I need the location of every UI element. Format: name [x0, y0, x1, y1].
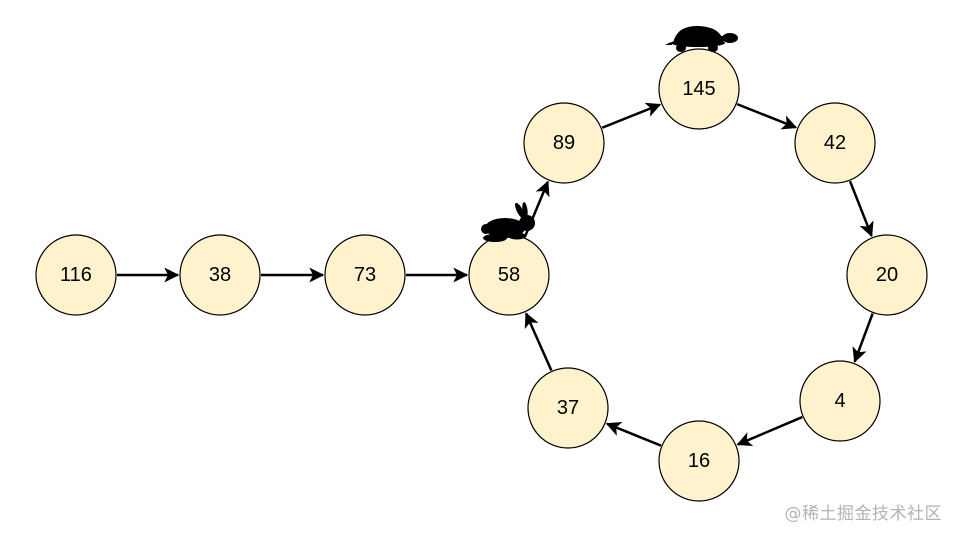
- edges: [117, 102, 874, 447]
- node-circle: [324, 234, 406, 316]
- edge-37-to-58: [524, 312, 553, 372]
- node-label: 16: [688, 450, 710, 472]
- node-label: 20: [876, 264, 898, 286]
- node-label: 89: [553, 132, 575, 154]
- node-label: 145: [682, 78, 715, 100]
- nodes: 116 38 73 58 89 145 42 20 4 16 37: [35, 48, 928, 502]
- node-circle: [799, 360, 881, 442]
- rabbit-icon: [481, 202, 535, 242]
- node-label: 4: [834, 390, 845, 412]
- edge-42-to-20: [848, 180, 874, 238]
- node-label: 73: [354, 264, 376, 286]
- node-38: 38: [179, 234, 261, 316]
- node-42: 42: [794, 102, 876, 184]
- node-circle: [527, 367, 609, 449]
- node-label: 42: [824, 132, 846, 154]
- node-58: 58: [468, 234, 550, 316]
- node-16: 16: [658, 420, 740, 502]
- node-label: 38: [209, 264, 231, 286]
- edge-145-to-42: [736, 102, 798, 130]
- node-116: 116: [35, 234, 117, 316]
- node-4: 4: [799, 360, 881, 442]
- edge-20-to-4: [852, 312, 874, 363]
- turtle-icon: [665, 25, 738, 52]
- node-73: 73: [324, 234, 406, 316]
- watermark: @稀土掘金技术社区: [784, 504, 942, 524]
- edge-89-to-145: [601, 102, 662, 129]
- node-circle: [794, 102, 876, 184]
- node-circle: [658, 420, 740, 502]
- edge-4-to-16: [736, 415, 803, 447]
- node-label: 116: [60, 264, 92, 286]
- node-37: 37: [527, 367, 609, 449]
- node-89: 89: [523, 102, 605, 184]
- node-20: 20: [846, 234, 928, 316]
- node-label: 37: [557, 397, 579, 419]
- node-circle: [846, 234, 928, 316]
- node-145: 145: [658, 48, 740, 130]
- node-circle: [35, 234, 117, 316]
- node-circle: [658, 48, 740, 130]
- edge-16-to-37: [605, 421, 662, 447]
- animal-markers: [481, 25, 738, 242]
- node-circle: [523, 102, 605, 184]
- node-label: 58: [498, 264, 520, 286]
- node-circle: [179, 234, 261, 316]
